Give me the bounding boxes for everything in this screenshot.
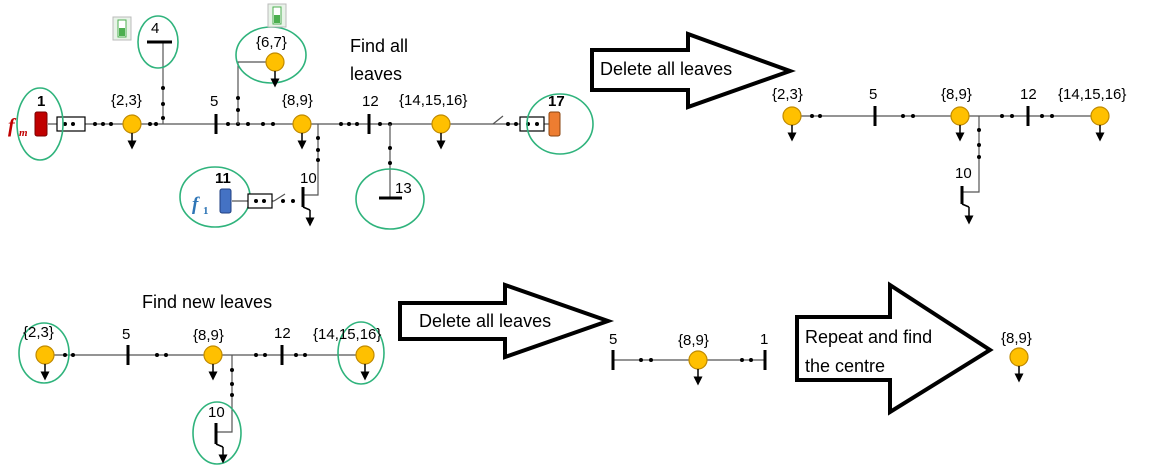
label-14-15-16: {14,15,16}	[1058, 86, 1126, 103]
node-8-9-centre	[1009, 347, 1029, 367]
battery-icon	[112, 16, 132, 41]
label-12: 12	[362, 93, 379, 110]
leaf-ring-10	[192, 401, 242, 465]
node-14-15-16	[355, 345, 375, 365]
stage-3-network: Find new leaves {2,3} 5 {8,9} 10 12 {14,…	[18, 292, 385, 465]
gen-main-symbol: f	[8, 115, 17, 137]
branch-line-10	[216, 355, 233, 433]
node-6-7	[265, 52, 285, 72]
label-8-9: {8,9}	[282, 92, 313, 109]
label-2-3: {2,3}	[111, 92, 142, 109]
arrow-2: Delete all leaves	[398, 282, 615, 360]
leaf-ring-gen-main	[16, 87, 64, 161]
stage-1-network: 1 f m {2,3} 4 5 {6,7}	[8, 3, 594, 230]
node-2-3	[35, 345, 55, 365]
gen-17-number: 17	[548, 93, 565, 110]
node-8-9	[688, 350, 708, 370]
label-6-7: {6,7}	[256, 34, 287, 51]
arrow-1-label: Delete all leaves	[600, 59, 732, 79]
stage-4-network: 5 {8,9} 1	[609, 331, 768, 386]
breaker-box	[247, 193, 273, 209]
gen-f1-subscript: 1	[203, 205, 209, 217]
label-10: 10	[955, 165, 972, 182]
node-8-9	[203, 345, 223, 365]
label-4: 4	[151, 20, 159, 37]
label-13: 13	[395, 180, 412, 197]
node-8-9	[292, 114, 312, 134]
leaf-ring-14-15-16	[337, 321, 385, 385]
label-5: 5	[122, 326, 130, 343]
leaf-ring-4	[137, 15, 179, 69]
label-2-3: {2,3}	[23, 324, 54, 341]
label-10: 10	[300, 170, 317, 187]
stage-2-network: {2,3} 5 {8,9} 10 12 {14,15,16}	[772, 86, 1126, 225]
label-14-15-16: {14,15,16}	[399, 92, 467, 109]
gen-f1-number: 11	[215, 170, 231, 187]
breaker-box	[519, 116, 545, 132]
label-2-3: {2,3}	[772, 86, 803, 103]
gen-main-subscript: m	[19, 127, 28, 139]
branch-line-6-7	[237, 61, 275, 124]
battery-icon	[267, 3, 287, 28]
label-8-9: {8,9}	[941, 86, 972, 103]
arrow-3-label-line1: Repeat and find	[805, 327, 932, 347]
node-2-3	[122, 114, 142, 134]
gen-main-number: 1	[37, 93, 45, 110]
branch-line-10	[963, 116, 980, 193]
caption-find-new-leaves: Find new leaves	[142, 292, 272, 312]
label-10: 10	[208, 404, 225, 421]
node-2-3	[782, 106, 802, 126]
node-8-9	[950, 106, 970, 126]
label-5: 5	[609, 331, 617, 348]
branch-line-10	[303, 124, 319, 196]
arrow-3: Repeat and find the centre	[795, 281, 994, 416]
generator-17-icon	[548, 111, 561, 137]
leaf-ring-2-3	[18, 322, 70, 384]
label-8-9: {8,9}	[678, 332, 709, 349]
label-8-9-centre: {8,9}	[1001, 330, 1032, 347]
caption-leaves: leaves	[350, 64, 402, 84]
arrow-1: Delete all leaves	[590, 31, 796, 110]
leaf-ring-13	[355, 168, 425, 230]
label-14-15-16: {14,15,16}	[313, 326, 381, 343]
label-5: 5	[210, 93, 218, 110]
label-8-9: {8,9}	[193, 327, 224, 344]
arrow-2-label: Delete all leaves	[419, 311, 551, 331]
leaf-ring-gen-17	[526, 93, 594, 155]
label-12: 12	[1020, 86, 1037, 103]
generator-f1-icon	[219, 188, 232, 214]
generator-main-icon	[34, 111, 48, 137]
node-14-15-16	[431, 114, 451, 134]
label-12: 12	[274, 325, 291, 342]
gen-f1-symbol: f	[192, 194, 200, 215]
arrow-3-label-line2: the centre	[805, 356, 885, 376]
label-1: 1	[760, 331, 768, 348]
node-14-15-16	[1090, 106, 1110, 126]
label-5: 5	[869, 86, 877, 103]
stage-5-centre: {8,9}	[1001, 330, 1032, 383]
caption-find-all: Find all	[350, 36, 408, 56]
